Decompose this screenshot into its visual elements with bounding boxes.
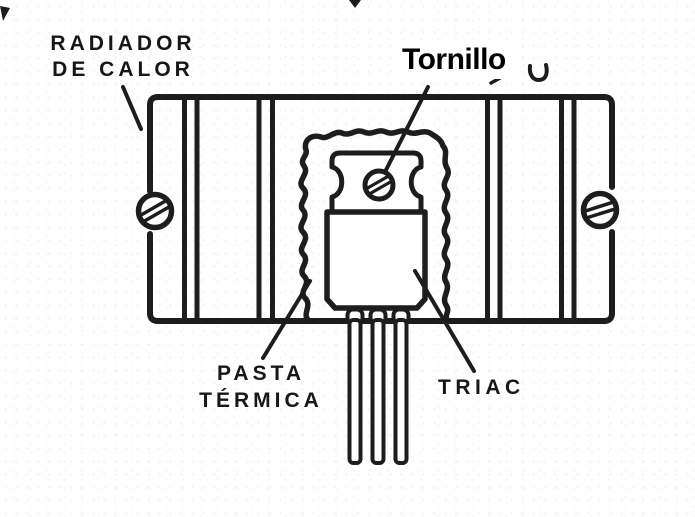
heatsink-fin-lines <box>182 96 577 322</box>
leader-lines <box>121 85 476 373</box>
triac-lead <box>393 318 409 465</box>
scan-artifact-mark <box>349 0 361 8</box>
label-triac: TRIAC <box>438 376 525 399</box>
label-thermal-paste-line1: PASTA <box>216 362 306 385</box>
triac-tab-screw-icon <box>362 168 396 202</box>
label-screw: Tornillo <box>397 43 512 79</box>
label-heatsink-line2: DE CALOR <box>52 58 194 81</box>
label-heatsink-line1: RADIADOR <box>50 32 196 55</box>
triac-body <box>324 209 428 311</box>
scan-artifact-mark <box>0 6 10 21</box>
label-thermal-paste-line2: TÉRMICA <box>199 389 323 412</box>
label-thermal-paste: PASTA TÉRMICA <box>178 360 344 414</box>
triac-lead <box>347 318 363 465</box>
leader-line-triac <box>413 269 476 373</box>
leader-line-screw <box>384 85 430 172</box>
old-label-remnant-marks <box>489 63 549 85</box>
leader-line-heatsink <box>121 85 143 131</box>
thermal-paste-outline <box>298 128 451 324</box>
triac-lead <box>370 318 386 465</box>
mounting-screw-left-icon <box>135 191 175 231</box>
triac-leads <box>347 318 409 465</box>
mounting-screw-right-icon <box>580 190 620 230</box>
leader-line-paste <box>261 279 312 360</box>
heatsink-outline-top <box>147 94 615 194</box>
label-heatsink: RADIADOR DE CALOR <box>38 31 208 83</box>
